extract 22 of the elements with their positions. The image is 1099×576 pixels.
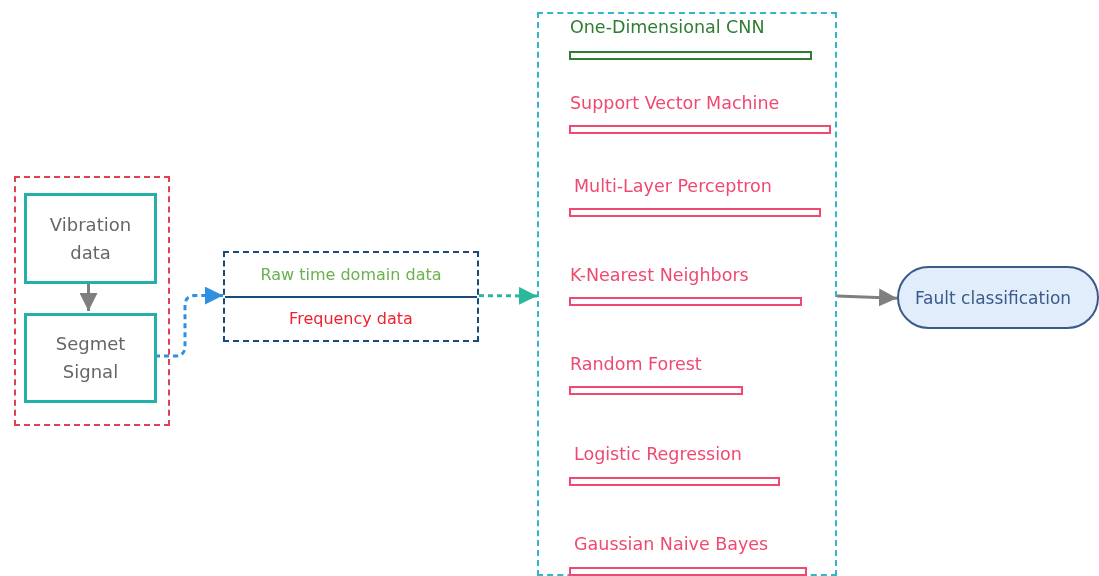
model-name: One-Dimensional CNN: [570, 17, 765, 37]
model-name: Random Forest: [570, 354, 702, 374]
arrow: [79, 282, 98, 311]
data-type-label: Raw time domain data: [259, 265, 443, 284]
model-name: K-Nearest Neighbors: [570, 265, 749, 285]
box-label: Segmet Signal: [54, 332, 127, 384]
model-name: Multi-Layer Perceptron: [574, 176, 772, 196]
box-label: Vibration data: [48, 212, 133, 265]
model-name: Gaussian Naive Bayes: [574, 534, 769, 554]
terminal-label: Fault classification: [914, 287, 1072, 308]
data-type-label: Frequency data: [288, 309, 414, 328]
data-split-box: [223, 251, 479, 342]
process-box: [24, 313, 157, 403]
model-name: Logistic Regression: [574, 444, 742, 464]
terminal-box: [897, 266, 1099, 329]
arrow: [836, 288, 898, 307]
arrow: [155, 286, 223, 358]
dashed-group-frame: [14, 176, 170, 426]
dashed-model-panel: [537, 12, 837, 576]
model-name: Support Vector Machine: [570, 93, 780, 113]
arrow: [479, 286, 537, 305]
process-box: [24, 193, 157, 284]
